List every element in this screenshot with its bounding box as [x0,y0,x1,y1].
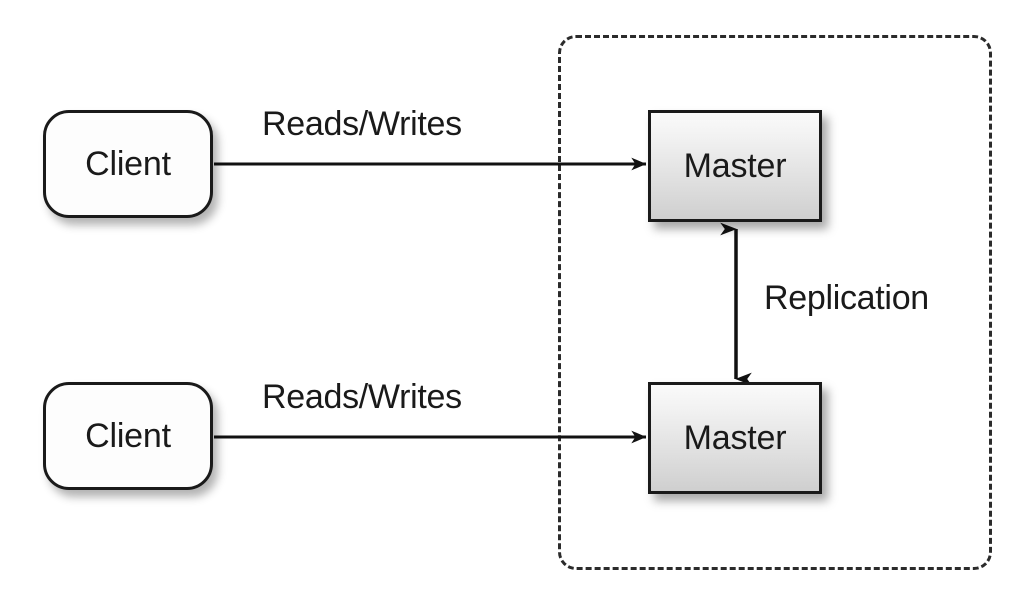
node-client-top[interactable]: Client [43,110,213,218]
node-client-bottom[interactable]: Client [43,382,213,490]
node-client-bottom-label: Client [85,417,171,455]
edge-label-replication: Replication [764,279,929,317]
node-master-bottom-label: Master [683,419,787,457]
edge-label-reads-writes-bottom: Reads/Writes [262,378,462,416]
node-client-top-label: Client [85,145,171,183]
node-master-bottom[interactable]: Master [648,382,822,494]
node-master-top[interactable]: Master [648,110,822,222]
node-master-top-label: Master [683,147,787,185]
replication-group-boundary [558,35,992,570]
edge-label-reads-writes-top: Reads/Writes [262,105,462,143]
